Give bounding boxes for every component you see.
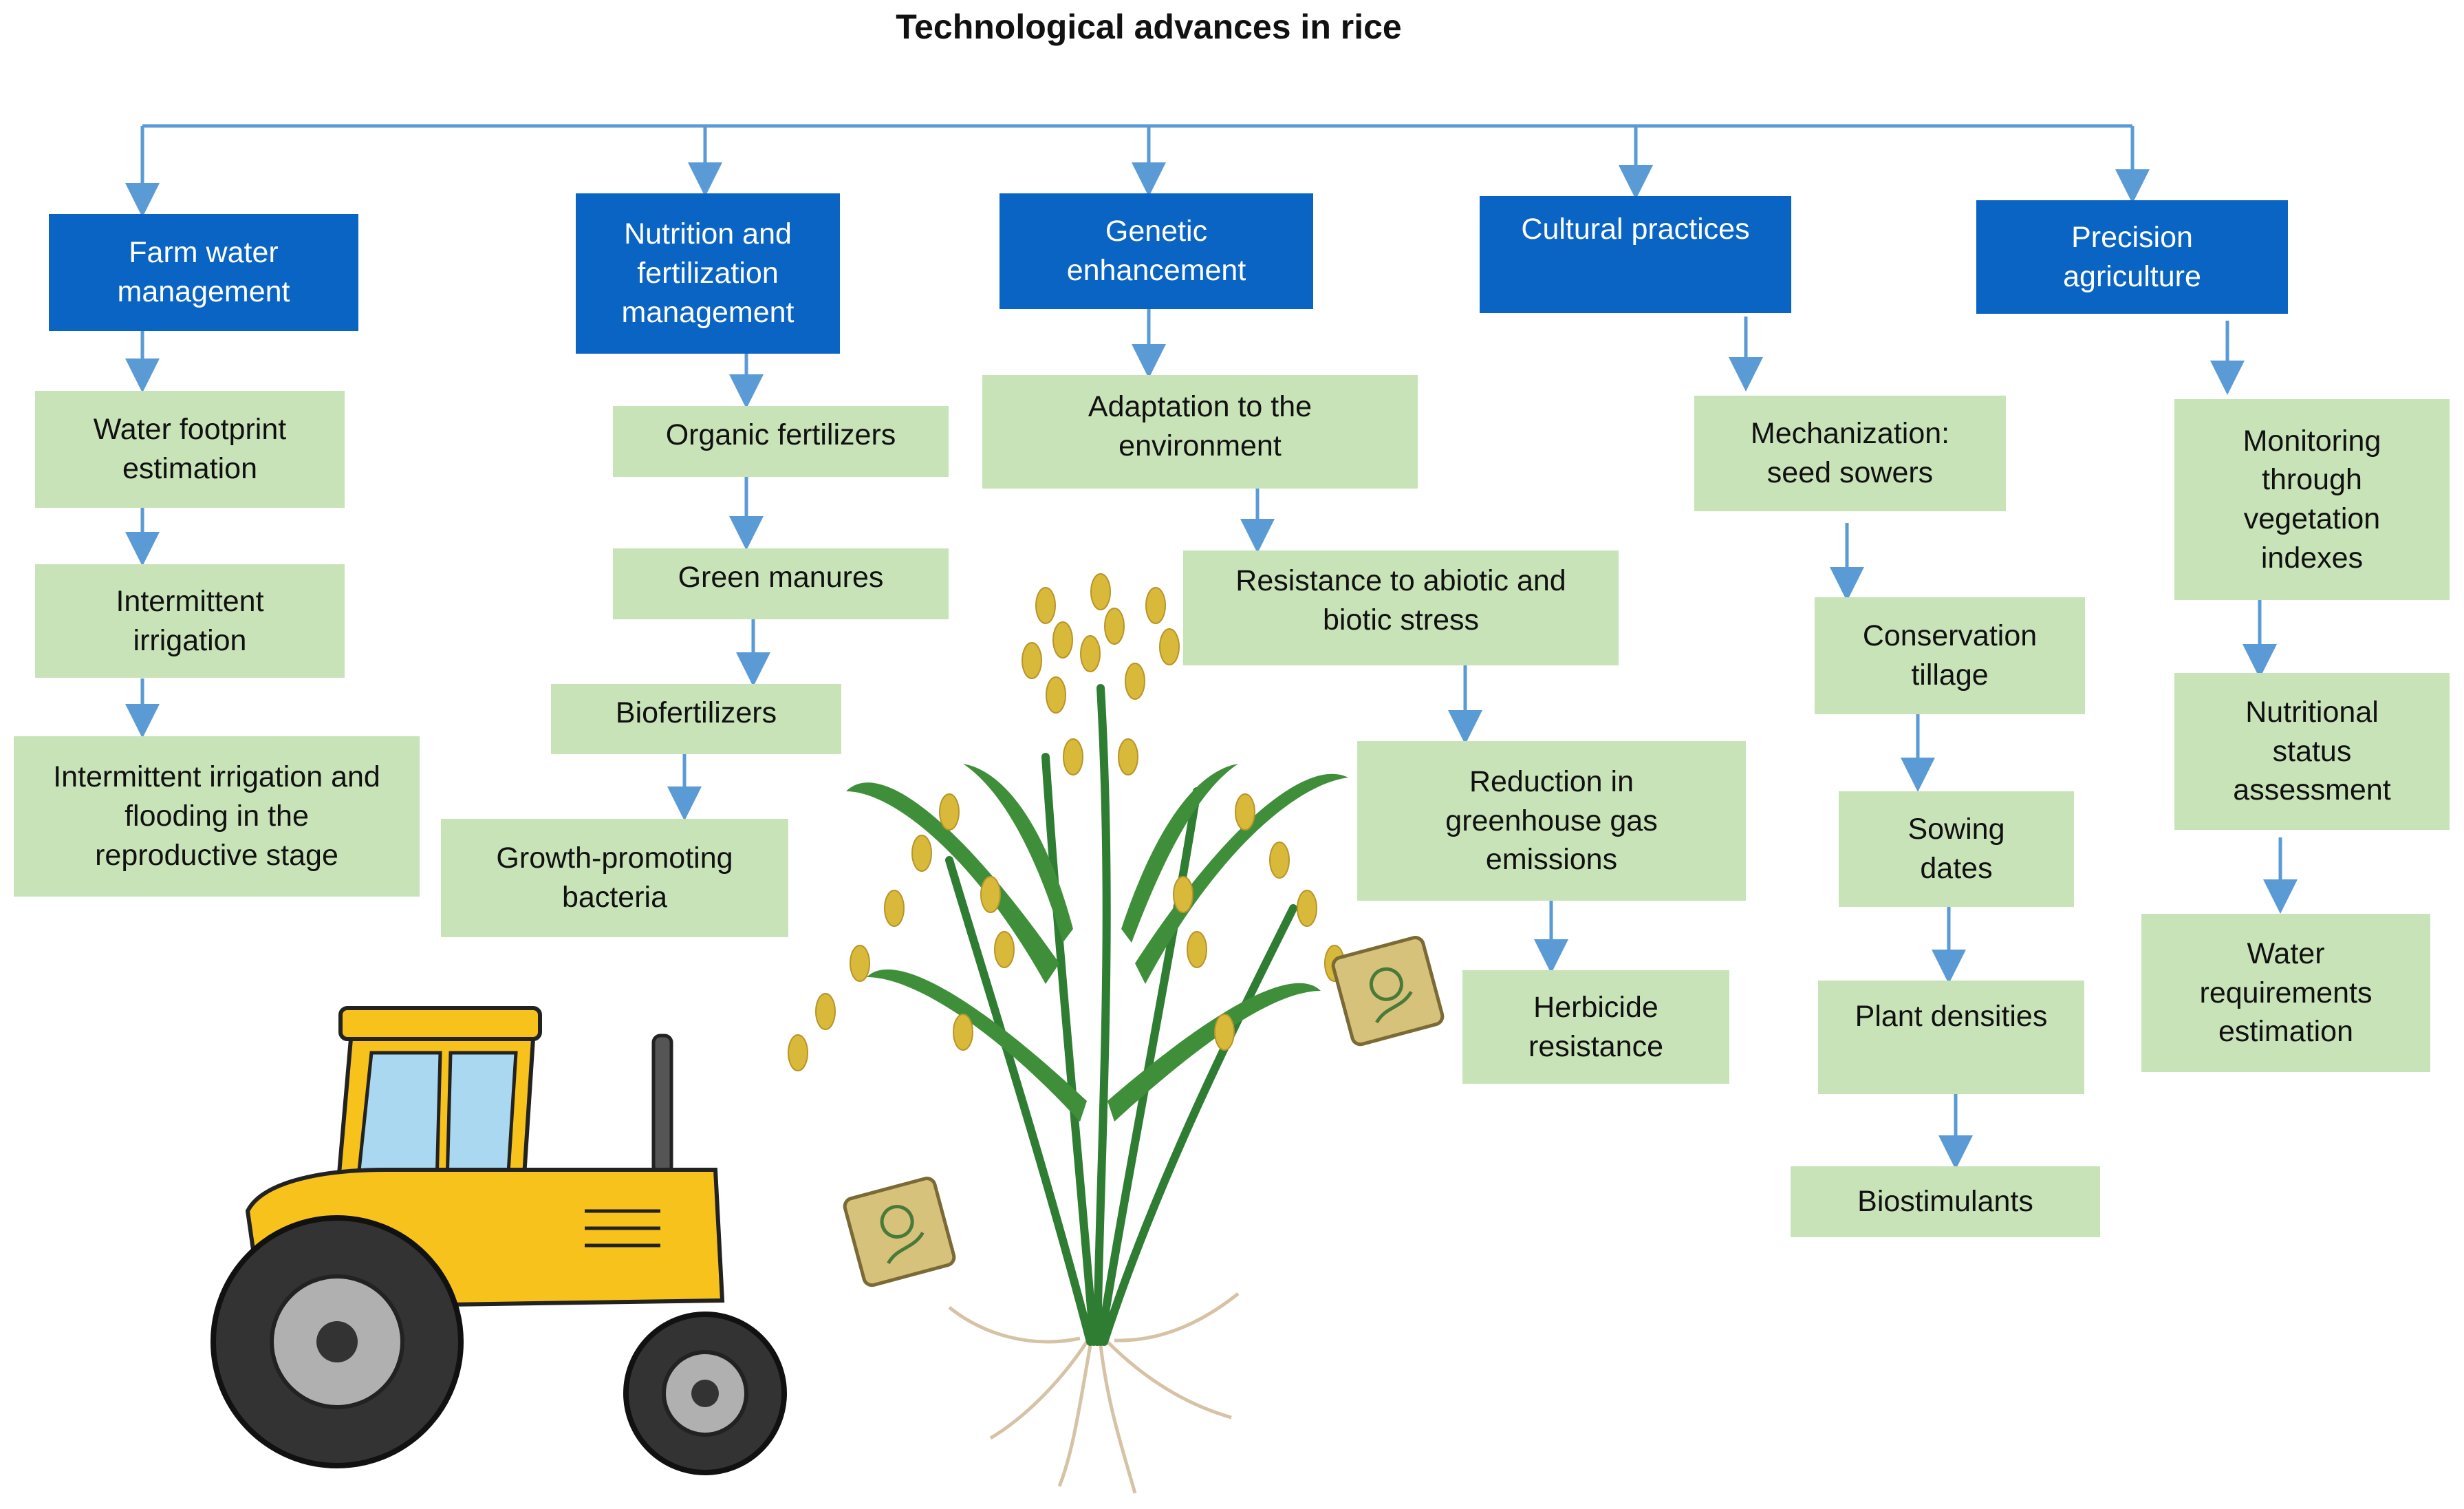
soil-sample-icon xyxy=(1331,936,1445,1047)
item-greenhouse-gas: Reduction in greenhouse gas emissions xyxy=(1357,741,1746,901)
item-monitoring-vegetation-indexes: Monitoring through vegetation indexes xyxy=(2174,399,2450,600)
item-growth-promoting-bacteria: Growth-promoting bacteria xyxy=(441,819,788,937)
item-biostimulants: Biostimulants xyxy=(1791,1166,2100,1237)
item-resistance-stress: Resistance to abiotic and biotic stress xyxy=(1183,550,1619,665)
item-sowing-dates: Sowing dates xyxy=(1839,791,2074,907)
item-biofertilizers: Biofertilizers xyxy=(551,684,841,754)
diagram-title: Technological advances in rice xyxy=(896,8,1402,46)
rice-plant-icon xyxy=(788,573,1372,1494)
category-nutrition-fertilization: Nutrition and fertilization management xyxy=(576,193,840,354)
item-plant-densities: Plant densities xyxy=(1818,981,2084,1094)
tractor-icon xyxy=(210,1006,787,1475)
item-conservation-tillage: Conservation tillage xyxy=(1815,597,2085,714)
item-nutritional-status: Nutritional status assessment xyxy=(2174,673,2450,830)
item-mechanization-seed-sowers: Mechanization: seed sowers xyxy=(1694,396,2006,511)
category-genetic-enhancement: Genetic enhancement xyxy=(999,193,1313,309)
item-organic-fertilizers: Organic fertilizers xyxy=(613,406,949,477)
item-adaptation-environment: Adaptation to the environment xyxy=(982,375,1418,489)
category-cultural-practices: Cultural practices xyxy=(1480,196,1791,313)
category-precision-agriculture: Precision agriculture xyxy=(1976,200,2288,314)
item-intermittent-irrigation: Intermittent irrigation xyxy=(35,564,345,678)
category-farm-water-management: Farm water management xyxy=(49,214,358,331)
item-water-footprint: Water footprint estimation xyxy=(35,391,345,508)
item-intermittent-flooding: Intermittent irrigation and flooding in … xyxy=(14,736,420,897)
soil-sample-icon xyxy=(843,1177,956,1287)
item-green-manures: Green manures xyxy=(613,548,949,619)
item-herbicide-resistance: Herbicide resistance xyxy=(1462,970,1729,1084)
item-water-requirements: Water requirements estimation xyxy=(2141,914,2430,1072)
